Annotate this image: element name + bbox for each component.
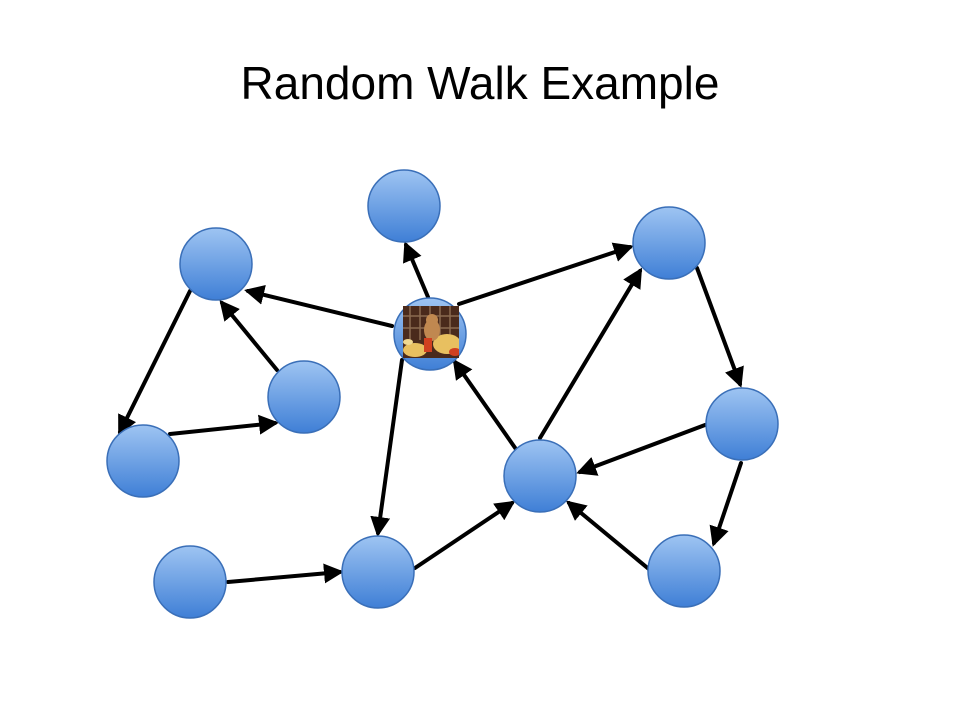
edge-center-to-walker [452, 358, 520, 454]
edge-walker-to-upper-right [457, 242, 634, 306]
edge-right-to-bottom-right [709, 461, 743, 547]
edge-middle-left-to-upper-left [219, 299, 279, 372]
node-left [106, 424, 180, 498]
edge-bottom-center-to-center [413, 500, 516, 570]
edge-upper-left-to-left [118, 289, 192, 436]
node-middle-left [267, 360, 341, 434]
node-upper-left [179, 227, 253, 301]
edge-walker-to-upper-left [244, 285, 394, 328]
edge-upper-right-to-right [695, 266, 744, 388]
edge-right-to-center [576, 423, 707, 476]
edge-walker-to-top [403, 241, 430, 299]
node-upper-right [632, 206, 706, 280]
edge-bottom-right-to-center [565, 500, 652, 572]
node-right [705, 387, 779, 461]
dog-photo-icon [403, 306, 459, 358]
node-center [503, 439, 577, 513]
edge-bottom-left-to-bottom-center [226, 563, 344, 584]
node-bottom-right [647, 534, 721, 608]
edge-center-to-upper-right [538, 267, 643, 440]
slide-title: Random Walk Example [240, 57, 720, 109]
edge-walker-to-bottom-center [370, 358, 404, 537]
node-bottom-left [153, 545, 227, 619]
node-top [367, 169, 441, 243]
node-bottom-center [341, 535, 415, 609]
edge-left-to-middle-left [168, 414, 279, 436]
